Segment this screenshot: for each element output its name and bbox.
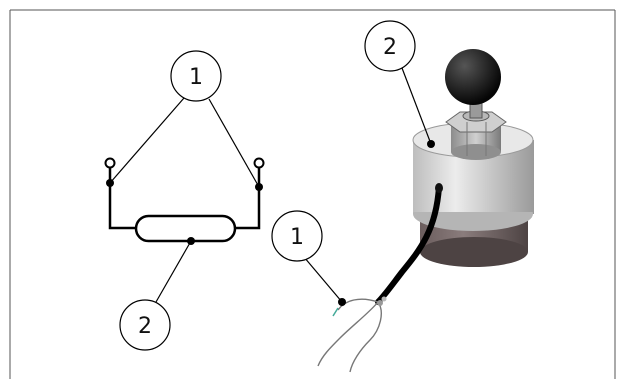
svg-text:2: 2 [138, 314, 152, 339]
hex-nut [445, 110, 507, 160]
right-terminal-ring [253, 157, 265, 169]
schematic-element-body [134, 214, 237, 243]
schematic-symbol [104, 157, 265, 243]
svg-text:1: 1 [290, 225, 304, 250]
svg-text:2: 2 [383, 35, 397, 60]
cable [375, 184, 442, 305]
callout-device-wires: 1 [271, 210, 323, 262]
callout-schematic-element: 2 [119, 299, 171, 351]
device [317, 49, 534, 373]
left-terminal-ring [104, 157, 116, 169]
schematic-leader-lines [109, 97, 260, 303]
right-lead [233, 168, 261, 230]
frame [9, 9, 616, 379]
callout-schematic-terminals: 1 [170, 50, 222, 102]
knob [445, 49, 501, 105]
callout-device-body: 2 [364, 20, 416, 72]
wires [317, 298, 382, 373]
left-lead [108, 168, 138, 230]
device-leader-lines [303, 67, 432, 303]
svg-text:1: 1 [189, 65, 203, 90]
